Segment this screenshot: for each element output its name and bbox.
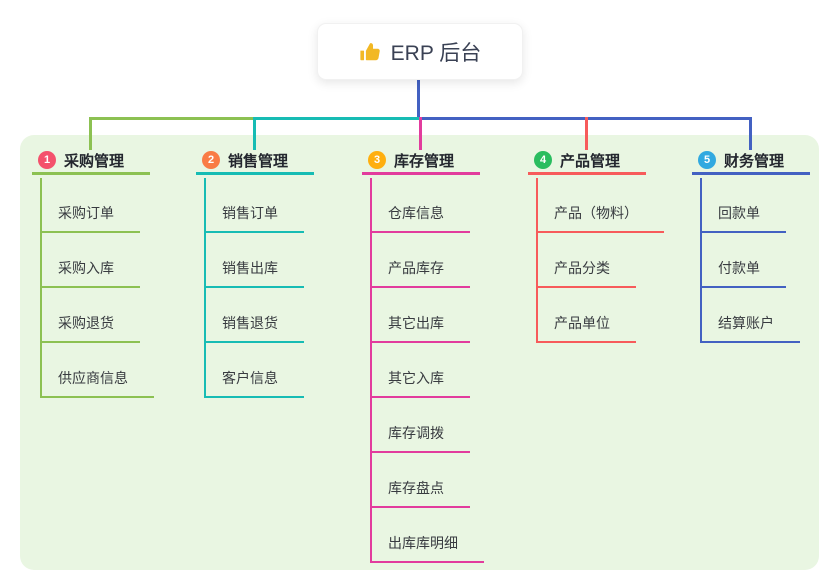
tree-node[interactable]: 产品库存 [370,233,484,288]
tree-node[interactable]: 出库库明细 [370,508,484,563]
branch-number-badge: 4 [534,151,552,169]
root-node[interactable]: ERP 后台 [317,23,523,80]
tree-node[interactable]: 客户信息 [204,343,304,398]
connector-drop-finance [749,117,752,150]
branch-sales: 2 销售管理 销售订单 销售出库 销售退货 客户信息 [196,148,366,398]
tree-node[interactable]: 库存调拨 [370,398,484,453]
tree-node-label: 产品分类 [536,258,636,288]
branch-finance: 5 财务管理 回款单 付款单 结算账户 [692,148,839,343]
tree-node[interactable]: 采购入库 [40,233,154,288]
tree-node-label: 回款单 [700,203,786,233]
tree-node-label: 产品（物料） [536,203,664,233]
tree-node-label: 客户信息 [204,368,304,398]
branch-spine [204,178,206,398]
tree-node-label: 库存盘点 [370,478,470,508]
connector-drop-sales [253,117,256,150]
branch-label: 库存管理 [394,152,455,170]
connector-root-vertical [417,80,420,120]
tree-node-label: 产品库存 [370,258,470,288]
tree-node-label: 采购入库 [40,258,140,288]
root-node-label: ERP 后台 [390,41,482,65]
tree-node[interactable]: 结算账户 [700,288,800,343]
branch-node-finance[interactable]: 5 财务管理 [692,148,810,175]
thumbs-up-icon [359,41,381,63]
tree-node-label: 其它出库 [370,313,470,343]
tree-node[interactable]: 仓库信息 [370,178,484,233]
branch-inventory: 3 库存管理 仓库信息 产品库存 其它出库 其它入库 库存调拨 库存盘点 出库库… [362,148,532,563]
branch-purchase: 1 采购管理 采购订单 采购入库 采购退货 供应商信息 [32,148,202,398]
branch-number-badge: 3 [368,151,386,169]
branch-label: 产品管理 [560,152,621,170]
branch-number-badge: 2 [202,151,220,169]
tree-node-label: 仓库信息 [370,203,470,233]
tree-node-label: 出库库明细 [370,533,484,563]
branch-number-badge: 5 [698,151,716,169]
branch-number-badge: 1 [38,151,56,169]
tree-node[interactable]: 采购退货 [40,288,154,343]
tree-node[interactable]: 库存盘点 [370,453,484,508]
branch-node-inventory[interactable]: 3 库存管理 [362,148,480,175]
tree-node[interactable]: 产品（物料） [536,178,664,233]
tree-node[interactable]: 其它入库 [370,343,484,398]
mindmap-panel [20,135,819,570]
branch-spine [536,178,538,343]
tree-node[interactable]: 供应商信息 [40,343,154,398]
branch-spine [40,178,42,398]
tree-node[interactable]: 付款单 [700,233,800,288]
connector-drop-purchase [89,117,92,150]
connector-drop-inventory [419,117,422,150]
tree-node-label: 结算账户 [700,313,800,343]
tree-node-label: 付款单 [700,258,786,288]
tree-node[interactable]: 销售退货 [204,288,304,343]
branch-label: 采购管理 [64,152,125,170]
branch-node-purchase[interactable]: 1 采购管理 [32,148,150,175]
connector-bus-teal [253,117,419,120]
tree-node-label: 采购退货 [40,313,140,343]
branch-label: 销售管理 [228,152,289,170]
branch-label: 财务管理 [724,152,785,170]
tree-node-label: 销售退货 [204,313,304,343]
tree-node[interactable]: 产品分类 [536,233,664,288]
tree-node-label: 采购订单 [40,203,140,233]
branch-spine [700,178,702,343]
tree-node-label: 销售订单 [204,203,304,233]
connector-bus-green [89,117,253,120]
tree-node-label: 库存调拨 [370,423,470,453]
tree-node-label: 销售出库 [204,258,304,288]
tree-node-label: 其它入库 [370,368,470,398]
connector-drop-product [585,117,588,150]
tree-node[interactable]: 回款单 [700,178,800,233]
tree-node[interactable]: 销售订单 [204,178,304,233]
branch-node-sales[interactable]: 2 销售管理 [196,148,314,175]
branch-product: 4 产品管理 产品（物料） 产品分类 产品单位 [528,148,698,343]
branch-node-product[interactable]: 4 产品管理 [528,148,646,175]
tree-node-label: 产品单位 [536,313,636,343]
tree-node[interactable]: 产品单位 [536,288,664,343]
tree-node[interactable]: 其它出库 [370,288,484,343]
branch-spine [370,178,372,563]
tree-node-label: 供应商信息 [40,368,154,398]
tree-node[interactable]: 采购订单 [40,178,154,233]
tree-node[interactable]: 销售出库 [204,233,304,288]
